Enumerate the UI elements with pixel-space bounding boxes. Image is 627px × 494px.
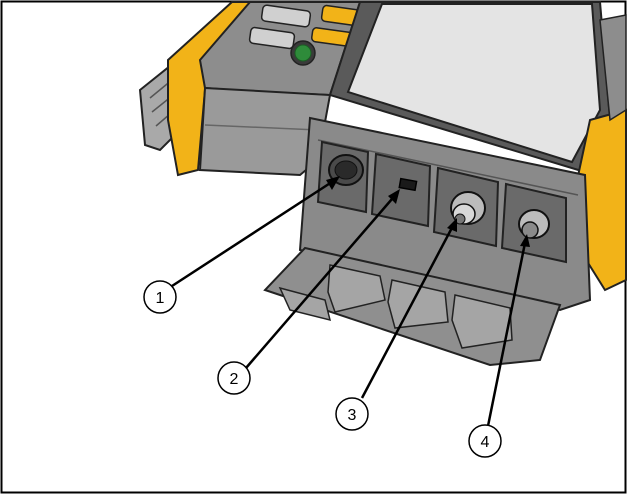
callout-2-label: 2 bbox=[230, 371, 239, 388]
leader-3 bbox=[360, 221, 457, 399]
callout-3-label: 3 bbox=[348, 407, 357, 424]
callout-leaders bbox=[171, 176, 528, 427]
key-grey-2 bbox=[248, 26, 296, 50]
leader-2 bbox=[245, 191, 399, 369]
connector-1-round bbox=[328, 154, 364, 186]
leader-4 bbox=[486, 237, 528, 427]
callout-2: 2 bbox=[217, 361, 251, 395]
instrument-body bbox=[138, 0, 627, 367]
connector-4-jack bbox=[518, 209, 550, 239]
connector-3-bnc bbox=[450, 191, 486, 225]
port-recess-2 bbox=[370, 152, 432, 228]
connector-2-usb bbox=[398, 177, 418, 192]
callout-arrowheads bbox=[326, 176, 530, 247]
callout-4-label: 4 bbox=[481, 434, 490, 451]
callout-1-label: 1 bbox=[156, 290, 165, 307]
dust-cover-cells bbox=[278, 264, 513, 349]
callout-4: 4 bbox=[468, 424, 502, 458]
leader-1 bbox=[171, 176, 339, 288]
key-grey-1 bbox=[260, 4, 312, 28]
callout-1: 1 bbox=[143, 280, 177, 314]
callout-3: 3 bbox=[335, 397, 369, 431]
